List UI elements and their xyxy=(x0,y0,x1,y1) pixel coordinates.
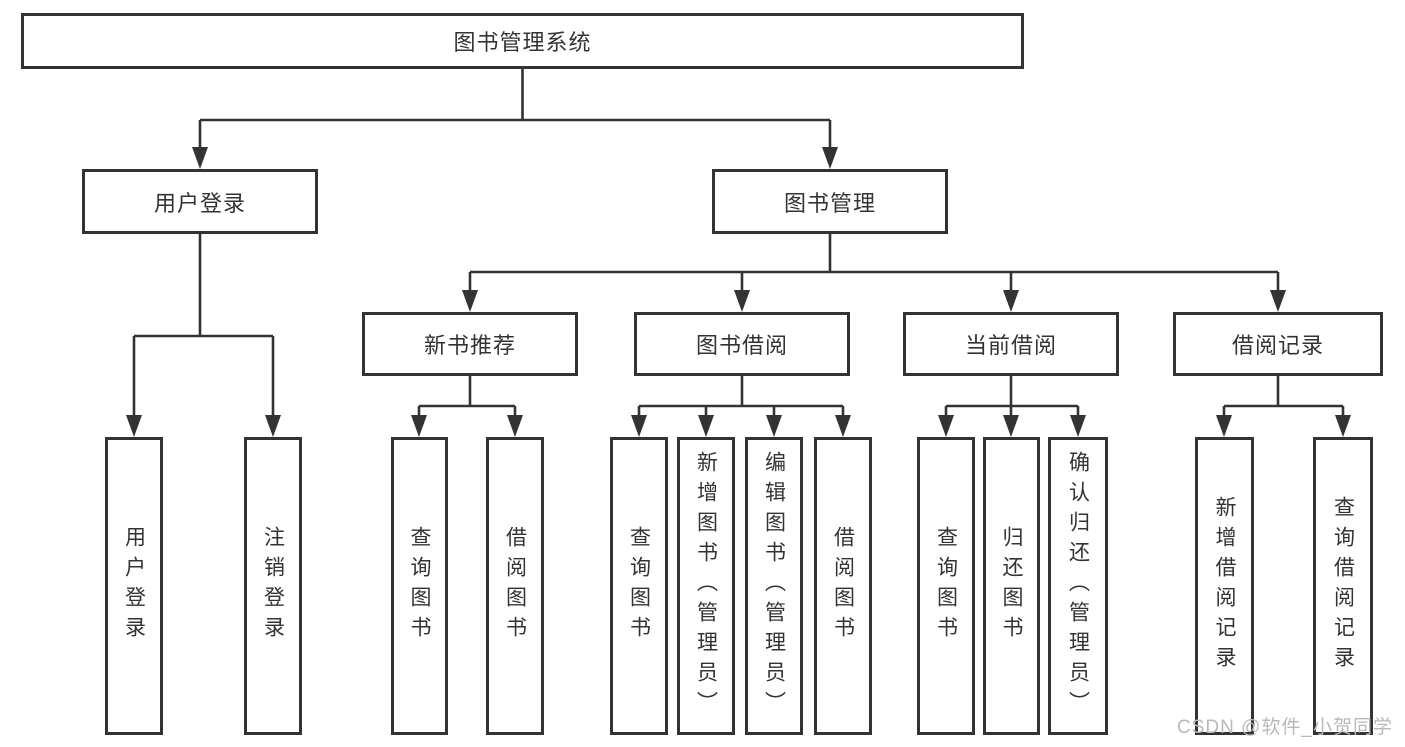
node-new-book-recommend: 新书推荐 xyxy=(362,312,578,376)
leaf-label: 借阅图书 xyxy=(503,526,527,646)
node-label: 图书借阅 xyxy=(695,333,788,358)
node-label: 新书推荐 xyxy=(423,333,516,358)
leaf-add-borrow-record: 新增借阅记录 xyxy=(1195,437,1254,735)
leaf-add-books-admin: 新增图书（管理员） xyxy=(677,437,735,735)
node-label: 当前借阅 xyxy=(964,333,1057,358)
leaf-label: 新增借阅记录 xyxy=(1213,496,1236,676)
leaf-query-borrow-record: 查询借阅记录 xyxy=(1313,437,1373,735)
leaf-label: 确认归还（管理员） xyxy=(1066,451,1090,721)
leaf-query-books-recommend: 查询图书 xyxy=(391,437,448,735)
node-label: 图书管理 xyxy=(783,190,876,216)
node-root-system: 图书管理系统 xyxy=(21,13,1024,69)
node-label: 用户登录 xyxy=(153,190,246,216)
leaf-edit-books-admin: 编辑图书（管理员） xyxy=(745,437,803,735)
csdn-watermark: CSDN @软件_小贺同学 xyxy=(1177,717,1393,738)
leaf-label: 注销登录 xyxy=(261,526,285,646)
node-book-borrow: 图书借阅 xyxy=(634,312,850,376)
leaf-return-books: 归还图书 xyxy=(983,437,1040,735)
leaf-label: 查询图书 xyxy=(627,526,651,646)
leaf-query-books-current: 查询图书 xyxy=(917,437,975,735)
leaf-label: 查询图书 xyxy=(408,526,431,646)
leaf-label: 用户登录 xyxy=(122,526,146,646)
node-label: 图书管理系统 xyxy=(453,30,592,55)
leaf-borrow-books: 借阅图书 xyxy=(814,437,872,735)
leaf-confirm-return-admin: 确认归还（管理员） xyxy=(1048,437,1108,735)
node-current-borrow: 当前借阅 xyxy=(903,312,1119,376)
node-user-login: 用户登录 xyxy=(82,169,318,234)
leaf-label: 归还图书 xyxy=(1000,526,1023,646)
node-borrow-records: 借阅记录 xyxy=(1173,312,1383,376)
leaf-label: 查询图书 xyxy=(934,526,958,646)
leaf-label: 新增图书（管理员） xyxy=(694,451,718,721)
leaf-user-login: 用户登录 xyxy=(105,437,163,735)
leaf-label: 借阅图书 xyxy=(831,526,855,646)
leaf-label: 编辑图书（管理员） xyxy=(762,451,786,721)
leaf-borrow-books-recommend: 借阅图书 xyxy=(486,437,544,735)
leaf-logout: 注销登录 xyxy=(244,437,302,735)
node-book-management: 图书管理 xyxy=(712,169,948,234)
node-label: 借阅记录 xyxy=(1231,333,1324,358)
leaf-query-books-borrow: 查询图书 xyxy=(610,437,668,735)
leaf-label: 查询借阅记录 xyxy=(1331,496,1355,676)
